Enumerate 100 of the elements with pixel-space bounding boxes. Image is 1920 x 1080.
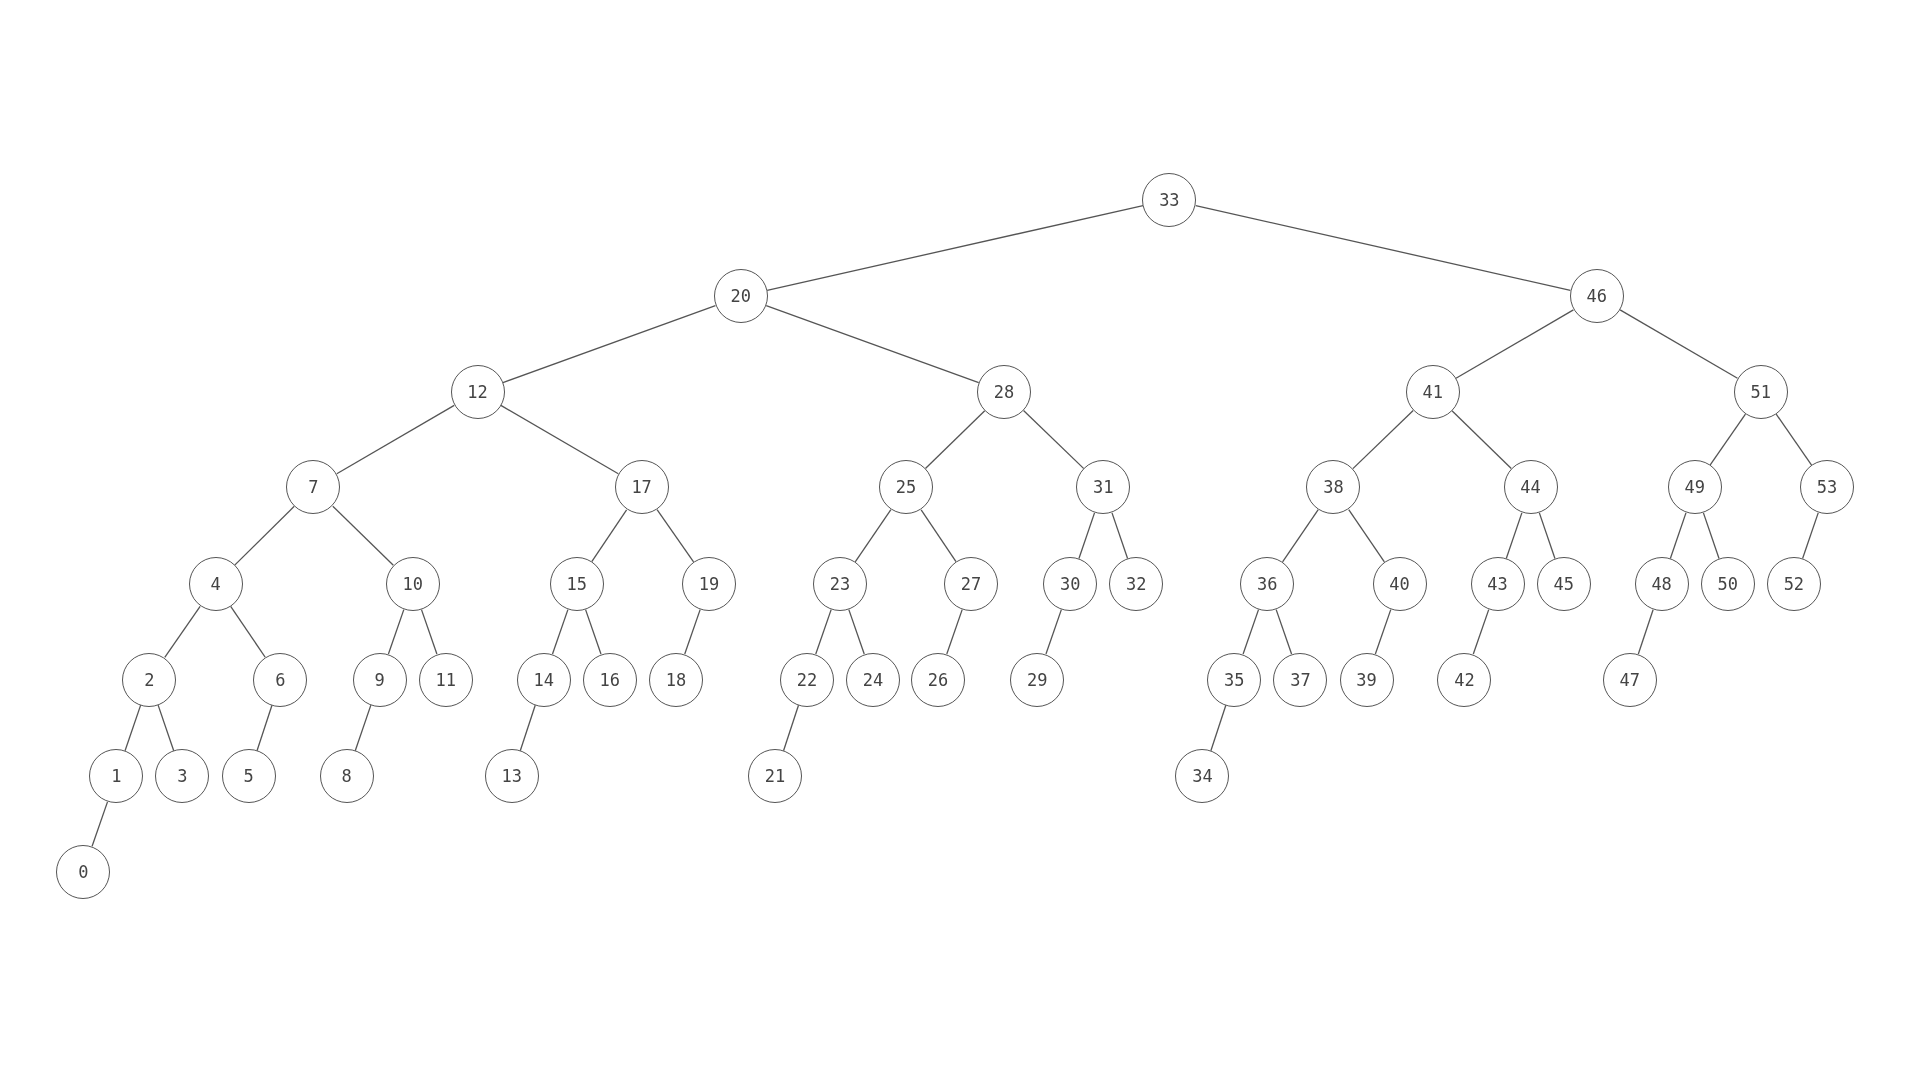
tree-node: 2 [122, 652, 177, 707]
tree-edge [502, 304, 717, 384]
tree-edge [230, 605, 266, 658]
tree-node: 5 [221, 749, 276, 804]
tree-edge [1348, 509, 1385, 563]
tree-node: 51 [1733, 364, 1788, 419]
tree-node: 39 [1339, 652, 1394, 707]
tree-node: 4 [188, 557, 243, 612]
tree-edge [420, 608, 438, 655]
tree-node: 24 [846, 652, 901, 707]
tree-node: 26 [910, 652, 965, 707]
tree-node: 29 [1010, 652, 1065, 707]
tree-node: 18 [648, 652, 703, 707]
tree-node: 10 [385, 557, 440, 612]
tree-edge [234, 505, 295, 566]
tree-node: 17 [614, 460, 669, 515]
tree-node: 27 [944, 557, 998, 612]
tree-edge [124, 704, 142, 752]
tree-edge [946, 608, 963, 655]
tree-node: 12 [450, 364, 505, 419]
tree-node: 7 [286, 460, 341, 515]
tree-edge [1505, 512, 1523, 560]
tree-edge [332, 505, 394, 566]
tree-node: 22 [779, 652, 834, 707]
tree-node: 41 [1405, 364, 1460, 419]
tree-edge [1275, 608, 1293, 655]
tree-node: 13 [484, 749, 539, 804]
tree-edge [256, 704, 273, 752]
tree-node: 15 [549, 557, 604, 612]
tree-node: 21 [748, 749, 803, 804]
tree-node: 8 [319, 749, 374, 804]
tree-node: 16 [582, 652, 637, 707]
tree-edge [1619, 309, 1739, 379]
tree-node: 34 [1175, 749, 1230, 804]
tree-edge [782, 704, 800, 752]
tree-node: 23 [813, 557, 867, 612]
tree-edge [1242, 608, 1260, 655]
tree-node: 38 [1306, 460, 1361, 515]
tree-node: 47 [1602, 652, 1657, 707]
tree-edge [387, 608, 405, 655]
tree-edge [1801, 512, 1819, 560]
tree-node: 45 [1536, 557, 1591, 612]
tree-edge [91, 801, 109, 847]
tree-node: 46 [1569, 269, 1624, 324]
tree-edge [1702, 512, 1720, 560]
tree-edge [924, 410, 986, 470]
tree-edge [500, 404, 619, 475]
tree-edge [1451, 410, 1512, 470]
tree-node: 3 [155, 749, 210, 804]
tree-edge [766, 204, 1144, 292]
tree-node: 37 [1273, 652, 1328, 707]
tree-edge [854, 509, 892, 563]
tree-node: 1 [89, 749, 144, 804]
tree-node: 53 [1799, 460, 1854, 515]
tree-edge [1078, 512, 1096, 560]
tree-node: 42 [1437, 652, 1492, 707]
tree-edge [1775, 413, 1813, 466]
tree-node: 20 [713, 269, 768, 324]
tree-node: 9 [352, 652, 407, 707]
tree-node: 36 [1240, 557, 1295, 612]
tree-edge [1472, 608, 1490, 655]
tree-edge [1045, 608, 1062, 655]
tree-node: 48 [1634, 557, 1689, 612]
tree-node: 52 [1766, 557, 1821, 612]
tree-node: 31 [1076, 460, 1131, 515]
tree-node: 50 [1700, 557, 1755, 612]
tree-edge [1195, 204, 1572, 291]
tree-node: 6 [253, 652, 308, 707]
tree-node: 33 [1142, 172, 1197, 227]
tree-edge [519, 704, 536, 752]
tree-edge [1022, 409, 1085, 470]
tree-node: 14 [516, 652, 571, 707]
tree-edge [848, 608, 865, 655]
tree-node: 25 [879, 460, 934, 515]
tree-edge [920, 509, 957, 563]
tree-edge [336, 404, 455, 475]
tree-edge [591, 509, 628, 563]
tree-node: 30 [1043, 557, 1098, 612]
tree-node: 0 [56, 844, 111, 899]
tree-edge [354, 704, 372, 752]
tree-edge [584, 608, 602, 655]
tree-edge [1352, 409, 1414, 470]
tree-edge [1374, 608, 1392, 655]
tree-edge [765, 304, 980, 384]
tree-edge [815, 608, 832, 655]
tree-node: 19 [681, 557, 736, 612]
tree-edge [1669, 512, 1687, 560]
tree-node: 35 [1207, 652, 1262, 707]
tree-edge [684, 608, 701, 655]
tree-node: 43 [1470, 557, 1525, 612]
tree-edge [1111, 512, 1129, 560]
tree-edge [1538, 512, 1556, 560]
tree-node: 49 [1667, 460, 1722, 515]
tree-edge [1455, 309, 1575, 379]
tree-node: 44 [1503, 460, 1558, 515]
tree-node: 40 [1372, 557, 1427, 612]
tree-edge [1281, 509, 1319, 563]
tree-edge [1709, 413, 1747, 466]
tree-edge [1637, 609, 1654, 655]
tree-edge [157, 704, 175, 752]
